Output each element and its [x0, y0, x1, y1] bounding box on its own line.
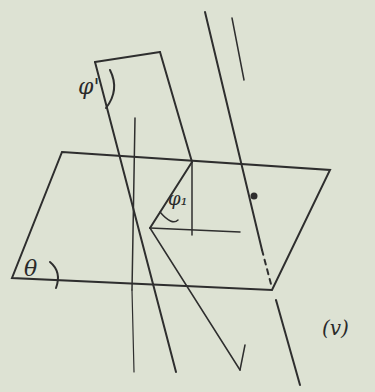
projection-line	[191, 162, 193, 235]
long-line	[205, 12, 262, 250]
point-dot	[252, 194, 257, 199]
figure-number: (v)	[322, 318, 349, 338]
upper-line	[232, 18, 244, 80]
plane-top-edge	[95, 52, 160, 62]
angle-arc	[50, 262, 58, 288]
long-line-lower	[276, 300, 300, 385]
trace-line	[150, 228, 240, 232]
horizontal-plane	[12, 152, 330, 290]
angle-arc	[160, 212, 178, 222]
angle-label: φ'	[78, 76, 99, 98]
hidden-segment	[262, 250, 272, 288]
plane-right-edge	[160, 52, 192, 162]
angle-label: θ	[24, 258, 37, 280]
arrow-tick	[240, 345, 245, 370]
lower-line	[132, 290, 134, 372]
angle-label: φ₁	[168, 190, 188, 208]
intersection-line	[150, 162, 192, 228]
lower-edge	[150, 228, 240, 370]
inner-line	[132, 118, 135, 290]
angle-arc	[106, 70, 114, 108]
